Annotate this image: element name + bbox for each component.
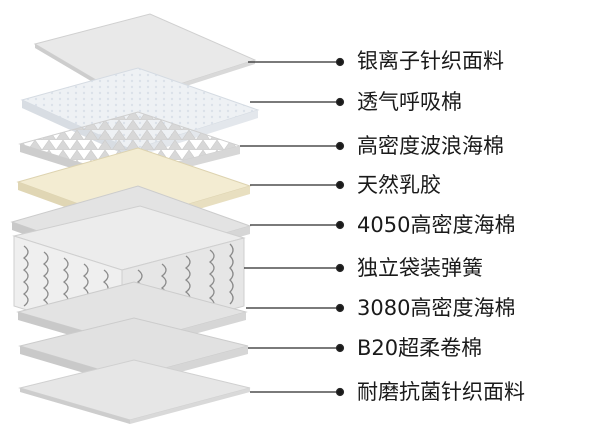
leader-dot-8 (335, 343, 345, 353)
label-layer-1: 银离子针织面料 (357, 49, 504, 73)
label-layer-4: 天然乳胶 (357, 173, 441, 197)
leader-dot-4 (335, 180, 345, 190)
leader-dot-1 (335, 57, 345, 67)
leader-dot-3 (335, 141, 345, 151)
leader-dot-9 (335, 387, 345, 397)
label-layer-8: B20超柔卷棉 (357, 336, 483, 360)
leader-dot-7 (335, 303, 345, 313)
label-layer-5: 4050高密度海棉 (357, 213, 516, 237)
layer-antibacterial-fabric (18, 359, 251, 424)
leader-lines (240, 57, 345, 397)
leader-dot-2 (335, 97, 345, 107)
leader-dot-5 (335, 220, 345, 230)
label-layer-3: 高密度波浪海棉 (357, 134, 504, 158)
label-layer-2: 透气呼吸棉 (357, 90, 462, 114)
label-layer-9: 耐磨抗菌针织面料 (357, 380, 525, 404)
label-layer-6: 独立袋装弹簧 (357, 256, 483, 280)
label-layer-7: 3080高密度海棉 (357, 296, 516, 320)
leader-dot-6 (335, 263, 345, 273)
